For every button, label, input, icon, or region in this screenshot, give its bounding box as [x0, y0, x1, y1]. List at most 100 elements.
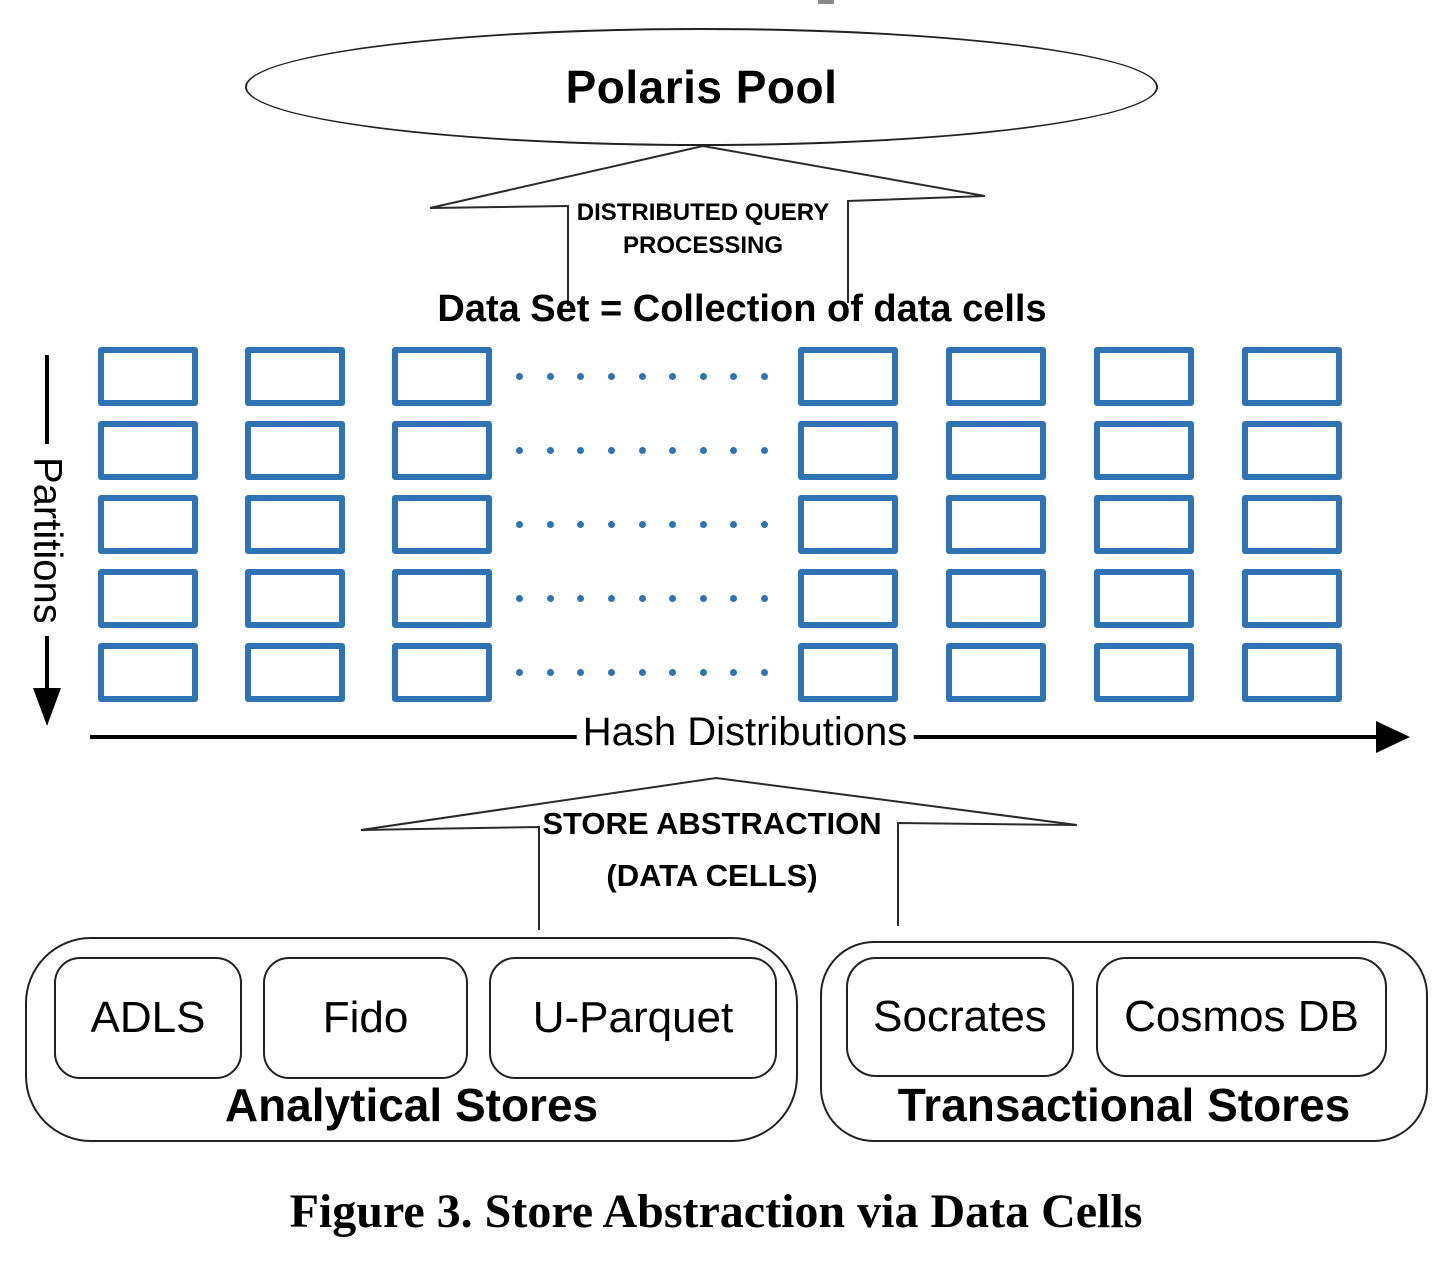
- ellipsis-dot: [730, 447, 738, 454]
- ellipsis-dot: [761, 669, 768, 676]
- ellipsis-dot: [638, 521, 646, 528]
- data-cell: [1242, 421, 1342, 480]
- store-box-u-parquet: U-Parquet: [489, 957, 777, 1079]
- ellipsis-dot: [669, 669, 677, 676]
- ellipsis-dot: [516, 373, 523, 380]
- ellipsis-dot: [730, 521, 738, 528]
- dataset-definition-label: Data Set = Collection of data cells: [437, 288, 1047, 330]
- data-cell: [98, 643, 198, 702]
- figure-caption: Figure 3. Store Abstraction via Data Cel…: [289, 1185, 1143, 1238]
- analytical-store-items: ADLS Fido U-Parquet: [54, 957, 777, 1079]
- ellipsis-dot: [669, 447, 677, 454]
- store-box-cosmos-db: Cosmos DB: [1096, 957, 1387, 1077]
- distributed-query-label-line1: DISTRIBUTED QUERY: [576, 199, 830, 226]
- distributed-query-up-arrow-shape: [429, 144, 986, 306]
- data-cell: [798, 495, 898, 554]
- ellipsis-dot-row: [516, 643, 768, 702]
- polaris-pool-node: Polaris Pool: [245, 28, 1158, 146]
- partitions-axis-label: Partitions: [20, 444, 74, 636]
- store-abstraction-up-arrow-shape: [360, 776, 1078, 930]
- ellipsis-dot: [577, 521, 585, 528]
- ellipsis-dot: [577, 373, 585, 380]
- data-cell: [1242, 347, 1342, 406]
- ellipsis-dot: [607, 595, 615, 602]
- ellipsis-dot: [638, 373, 646, 380]
- data-cell: [946, 421, 1046, 480]
- ellipsis-dot: [730, 595, 738, 602]
- data-cell: [1094, 347, 1194, 406]
- data-cell: [98, 569, 198, 628]
- ellipsis-dot: [577, 447, 585, 454]
- data-cell: [392, 569, 492, 628]
- ellipsis-dot: [546, 595, 554, 602]
- data-cell: [798, 643, 898, 702]
- data-cell: [1094, 421, 1194, 480]
- data-cell: [98, 421, 198, 480]
- data-cell: [946, 643, 1046, 702]
- ellipsis-dot: [699, 373, 707, 380]
- analytical-stores-group: ADLS Fido U-Parquet Analytical Stores: [25, 937, 798, 1142]
- distributed-query-processing-label: DISTRIBUTED QUERY PROCESSING: [577, 196, 829, 262]
- data-cell: [392, 347, 492, 406]
- data-cell: [1242, 643, 1342, 702]
- ellipsis-dot: [761, 595, 768, 602]
- data-cell: [798, 569, 898, 628]
- store-abstraction-label: STORE ABSTRACTION (DATA CELLS): [542, 806, 881, 894]
- ellipsis-dot: [730, 669, 738, 676]
- data-cell-grid-right: [798, 347, 1342, 702]
- data-cell: [98, 347, 198, 406]
- data-cell: [245, 495, 345, 554]
- ellipsis-dot: [516, 669, 523, 676]
- data-cell: [392, 643, 492, 702]
- data-cell: [946, 347, 1046, 406]
- ellipsis-dot: [730, 373, 738, 380]
- ellipsis-dot: [761, 521, 768, 528]
- data-cell: [798, 347, 898, 406]
- data-cell: [392, 421, 492, 480]
- data-cell: [946, 569, 1046, 628]
- ellipsis-dot: [546, 669, 554, 676]
- data-cell: [245, 643, 345, 702]
- data-cell: [245, 421, 345, 480]
- polaris-pool-label: Polaris Pool: [565, 61, 838, 113]
- transactional-stores-group: Socrates Cosmos DB Transactional Stores: [820, 941, 1428, 1142]
- ellipsis-dot: [577, 595, 585, 602]
- ellipsis-dot-row: [516, 569, 768, 628]
- cropped-text-artifact: [818, 0, 834, 4]
- ellipsis-dot-row: [516, 347, 768, 406]
- data-cell: [245, 347, 345, 406]
- hash-distributions-axis-label: Hash Distributions: [576, 710, 914, 755]
- ellipsis-dot: [761, 373, 768, 380]
- down-arrowhead-icon: [33, 688, 61, 726]
- store-abstraction-label-line2: (DATA CELLS): [606, 858, 818, 893]
- analytical-stores-label: Analytical Stores: [224, 1079, 599, 1131]
- data-cell: [946, 495, 1046, 554]
- store-box-socrates: Socrates: [846, 957, 1074, 1077]
- ellipsis-dot: [607, 373, 615, 380]
- transactional-stores-label: Transactional Stores: [897, 1079, 1351, 1131]
- data-cell: [245, 569, 345, 628]
- ellipsis-dot: [546, 373, 554, 380]
- ellipsis-dot: [761, 447, 768, 454]
- store-box-fido: Fido: [263, 957, 468, 1079]
- data-cell: [1242, 569, 1342, 628]
- ellipsis-dot: [699, 447, 707, 454]
- distributed-query-label-line2: PROCESSING: [622, 232, 784, 260]
- ellipsis-dot: [638, 447, 646, 454]
- ellipsis-dot: [607, 669, 615, 676]
- store-abstraction-label-line1: STORE ABSTRACTION: [542, 806, 882, 841]
- ellipsis-dots-grid: [516, 347, 768, 702]
- ellipsis-dot-row: [516, 495, 768, 554]
- ellipsis-dot: [638, 669, 646, 676]
- ellipsis-dot-row: [516, 421, 768, 480]
- ellipsis-dot: [516, 521, 523, 528]
- store-box-adls: ADLS: [54, 957, 242, 1079]
- transactional-store-items: Socrates Cosmos DB: [846, 957, 1387, 1077]
- data-cell: [1094, 495, 1194, 554]
- ellipsis-dot: [669, 595, 677, 602]
- data-cell: [1242, 495, 1342, 554]
- ellipsis-dot: [516, 447, 523, 454]
- data-cell: [798, 421, 898, 480]
- ellipsis-dot: [699, 521, 707, 528]
